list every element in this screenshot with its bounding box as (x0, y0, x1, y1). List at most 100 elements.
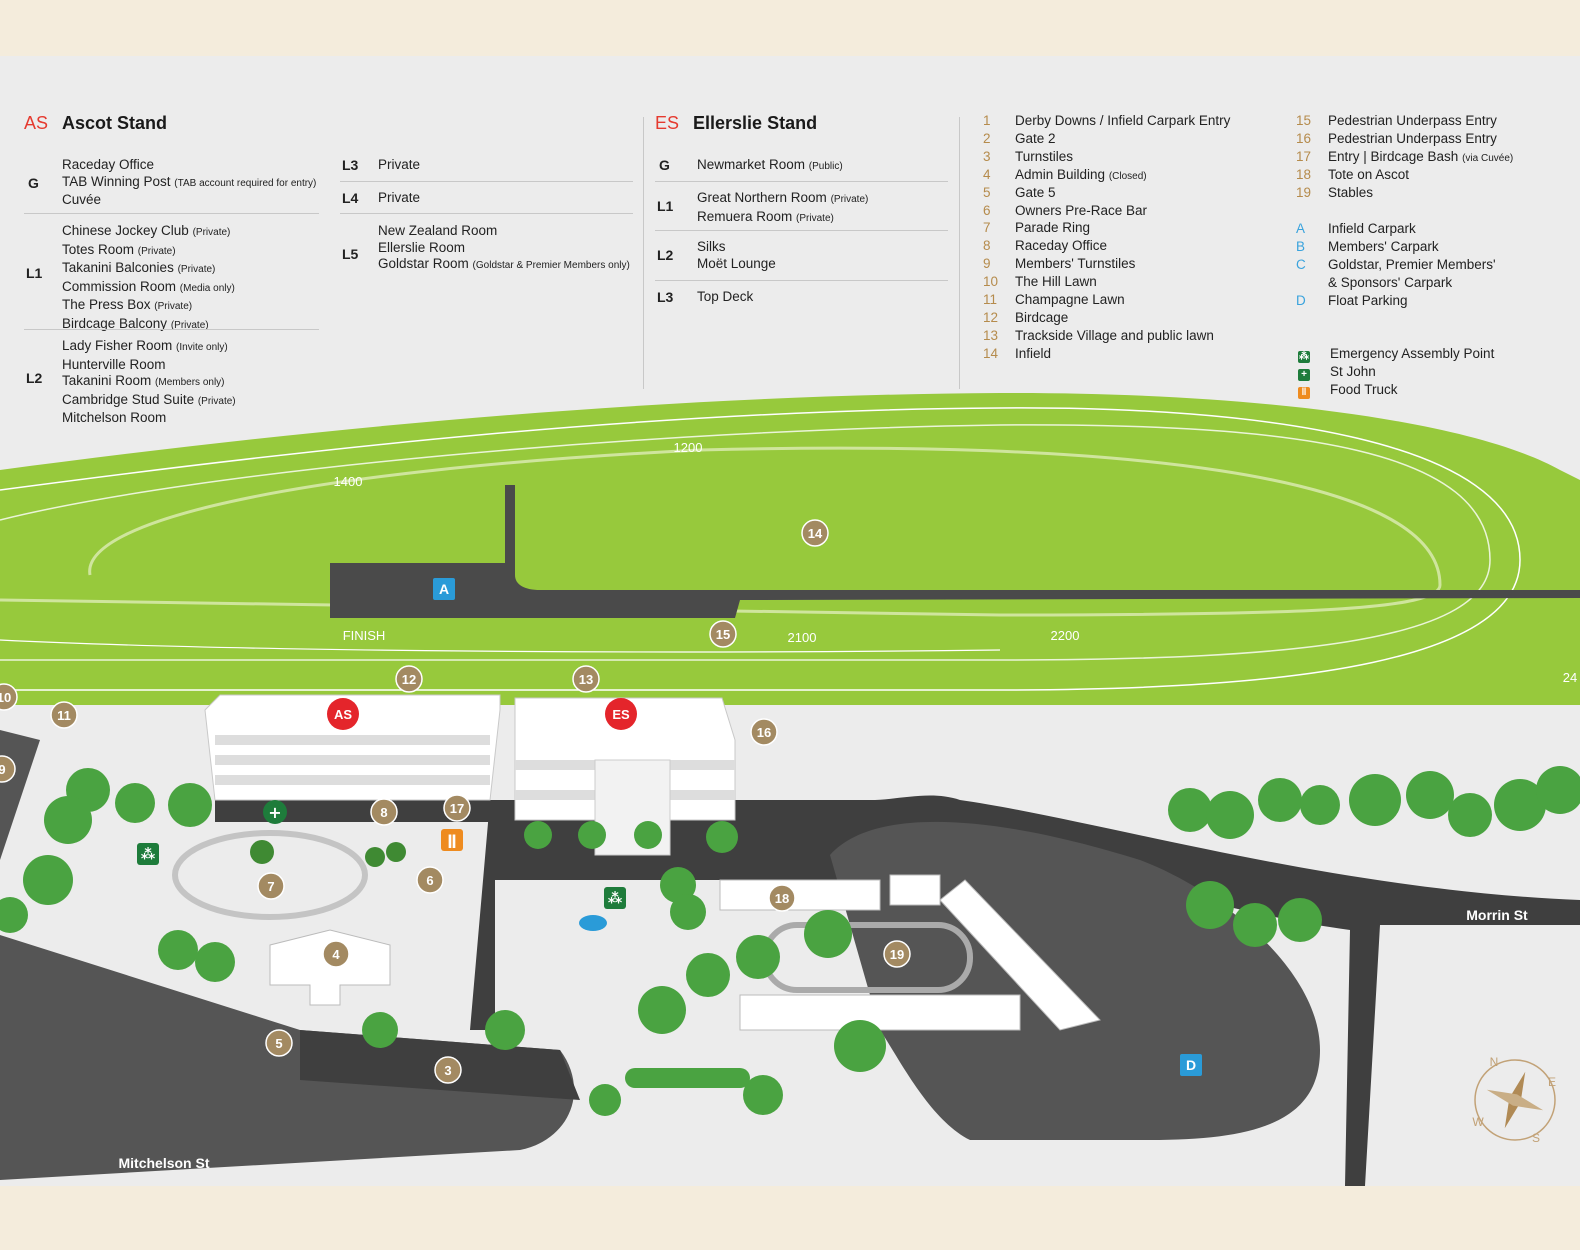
marker-6[interactable]: 6 (416, 866, 444, 894)
divider (655, 280, 948, 281)
legend-label: St John (1330, 364, 1376, 379)
st-john-icon (263, 800, 287, 824)
key-label: Infield (1015, 345, 1052, 361)
compass-n: N (1490, 1055, 1499, 1069)
room-item: Top Deck (697, 289, 754, 304)
marker-label: 8 (380, 805, 387, 820)
finish-label: FINISH (343, 628, 386, 643)
marker-3[interactable]: 3 (434, 1056, 462, 1084)
emergency-assembly-icon: ⁂ (1298, 351, 1310, 363)
key-label: Gate 5 (1015, 184, 1056, 200)
marker-label: 10 (0, 690, 11, 705)
room-item: Private (378, 190, 421, 205)
room-note: (Private) (830, 194, 869, 205)
marker-label: 6 (426, 873, 433, 888)
marker-11[interactable]: 11 (50, 701, 78, 729)
key-number: 14 (983, 345, 999, 361)
room-item: New Zealand Room (378, 223, 498, 238)
room-item: Silks (697, 239, 726, 254)
stand-marker-label: ES (612, 707, 630, 722)
key-label-cont: & Sponsors' Carpark (1328, 275, 1453, 290)
marker-4[interactable]: 4 (322, 940, 350, 968)
carpark-marker-d[interactable]: D (1180, 1054, 1202, 1076)
marker-16[interactable]: 16 (750, 718, 778, 746)
marker-9[interactable]: 9 (0, 755, 16, 783)
compass-w: W (1472, 1115, 1484, 1129)
key-number: 5 (983, 184, 991, 200)
key-letter: A (1296, 221, 1306, 236)
room-item: Newmarket Room (Public) (697, 157, 843, 172)
key-letter: D (1296, 293, 1306, 308)
key-label: Pedestrian Underpass Entry (1328, 130, 1497, 146)
key-label: Trackside Village and public lawn (1015, 327, 1214, 343)
marker-12[interactable]: 12 (395, 665, 423, 693)
marker-10[interactable]: 10 (0, 683, 18, 711)
marker-label: 18 (775, 891, 789, 906)
ellerslie-g-rooms: Newmarket Room (Public) (697, 157, 843, 176)
marker-18[interactable]: 18 (768, 884, 796, 912)
key-note: (Closed) (1108, 170, 1147, 182)
marker-label: 7 (267, 879, 274, 894)
ascot-l2-rooms: Lady Fisher Room (Invite only)Huntervill… (62, 338, 236, 427)
key-number: 15 (1296, 113, 1312, 128)
marker-17[interactable]: 17 (443, 794, 471, 822)
stand-marker-es[interactable]: ES (605, 698, 637, 730)
ascot-l4-rooms: Private (378, 190, 420, 207)
key-label: Birdcage (1015, 309, 1069, 325)
marker-15[interactable]: 15 (709, 620, 737, 648)
room-note: (Private) (137, 245, 176, 257)
marker-label: 11 (57, 708, 71, 723)
marker-14[interactable]: 14 (801, 519, 829, 547)
key-number: 8 (983, 238, 991, 254)
key-label: The Hill Lawn (1015, 274, 1097, 290)
marker-5[interactable]: 5 (265, 1029, 293, 1057)
marker-label: 17 (450, 801, 464, 816)
marker-19[interactable]: 19 (883, 940, 911, 968)
carpark-marker-label: D (1186, 1057, 1196, 1073)
room-item: Birdcage Balcony (Private) (62, 315, 209, 331)
room-item: Moët Lounge (697, 255, 776, 271)
legend-label: Food Truck (1330, 382, 1398, 397)
marker-13[interactable]: 13 (572, 665, 600, 693)
room-note: (Goldstar & Premier Members only) (472, 260, 630, 271)
distance-marker-2200: 2200 (1051, 628, 1080, 643)
marker-label: 9 (0, 762, 6, 777)
key-number: 16 (1296, 130, 1312, 146)
room-item: Mitchelson Room (62, 410, 167, 425)
room-item: Raceday Office (62, 157, 155, 172)
room-note: (Private) (796, 212, 834, 224)
marker-7[interactable]: 7 (257, 872, 285, 900)
key-number: 17 (1296, 148, 1312, 164)
carpark-marker-a[interactable]: A (433, 578, 455, 600)
room-item: Lady Fisher Room (Invite only) (62, 338, 228, 353)
divider (655, 181, 948, 182)
room-item: Chinese Jockey Club (Private) (62, 223, 231, 238)
room-note: (Private) (177, 264, 216, 275)
ellerslie-l1-level: L1 (657, 198, 674, 214)
stand-marker-as[interactable]: AS (327, 698, 359, 730)
st-john-icon: + (1298, 369, 1310, 381)
distance-marker-2100: 2100 (788, 630, 817, 645)
ascot-l3-level: L3 (342, 157, 359, 173)
key-number: 6 (983, 202, 991, 218)
marker-label: 5 (275, 1036, 282, 1051)
ascot-stand-abbr: AS (24, 113, 49, 133)
column-divider (643, 117, 644, 389)
ascot-g-level: G (28, 175, 39, 191)
compass-rose (1474, 1059, 1556, 1141)
key-number: 7 (983, 220, 991, 236)
divider (340, 213, 633, 214)
marker-8[interactable]: 8 (370, 798, 398, 826)
